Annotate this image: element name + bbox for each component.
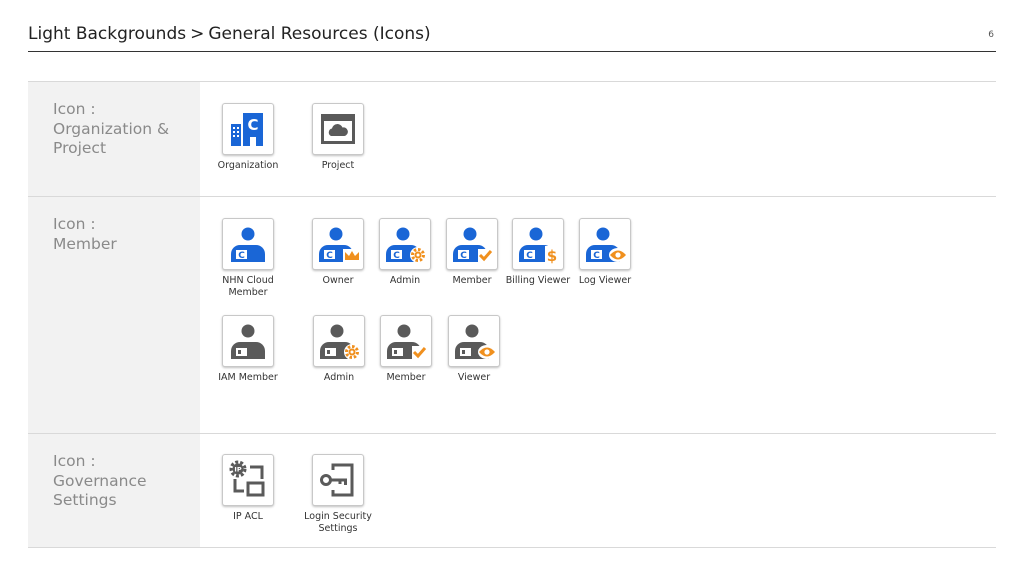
- tile-caption: Log Viewer: [578, 275, 632, 286]
- svg-text:IP: IP: [234, 466, 241, 474]
- project-icon: [321, 114, 355, 144]
- breadcrumb-current: General Resources (Icons): [208, 24, 431, 44]
- billing-viewer-icon: C $: [519, 227, 559, 265]
- owner-icon: C: [319, 227, 359, 262]
- ip-acl-tile[interactable]: IP IP ACL: [203, 454, 293, 523]
- svg-text:C: C: [393, 251, 400, 261]
- tile-caption: NHN Cloud Member: [222, 275, 274, 298]
- log-viewer-tile[interactable]: C Log Viewer: [560, 218, 650, 287]
- iam-member-icon: [231, 324, 265, 359]
- member-check-icon: C: [453, 227, 493, 262]
- organization-icon: C: [231, 113, 263, 146]
- login-security-settings-icon: [320, 463, 354, 497]
- admin-tile[interactable]: C Admin: [360, 218, 450, 287]
- member-tile[interactable]: C Member: [427, 218, 517, 287]
- tile-caption: Owner: [322, 275, 354, 286]
- section-label: Icon : Organization & Project: [28, 82, 200, 196]
- organization-tile[interactable]: C Organization: [203, 103, 293, 172]
- owner-tile[interactable]: C Owner: [293, 218, 383, 287]
- nhn-cloud-member-tile[interactable]: C NHN Cloud Member: [203, 218, 293, 299]
- iam-admin-icon: [320, 324, 360, 360]
- tile-caption: IP ACL: [233, 511, 263, 522]
- iam-member-check-icon: [387, 324, 427, 359]
- svg-text:C: C: [247, 116, 258, 134]
- breadcrumb: Light Backgrounds>General Resources (Ico…: [28, 24, 431, 44]
- tile-caption: Admin: [389, 275, 421, 286]
- tile-caption: Member: [452, 275, 492, 286]
- section-label: Icon : Member: [28, 197, 200, 433]
- iam-member-check-tile[interactable]: Member: [361, 315, 451, 384]
- tile-caption: Billing Viewer: [505, 275, 571, 286]
- tile-caption: IAM Member: [218, 372, 278, 383]
- tile-caption: Viewer: [457, 372, 491, 383]
- breadcrumb-parent[interactable]: Light Backgrounds: [28, 24, 187, 44]
- page-header: Light Backgrounds>General Resources (Ico…: [28, 22, 996, 52]
- section-governance-settings: Icon : Governance Settings IP IP ACL: [28, 433, 996, 548]
- iam-member-tile[interactable]: IAM Member: [203, 315, 293, 384]
- ip-acl-icon: IP: [229, 460, 265, 497]
- svg-text:C: C: [526, 251, 533, 261]
- svg-text:C: C: [238, 251, 245, 261]
- login-security-settings-tile[interactable]: Login Security Settings: [293, 454, 383, 535]
- iam-admin-tile[interactable]: Admin: [294, 315, 384, 384]
- admin-icon: C: [386, 227, 426, 263]
- svg-text:C: C: [460, 251, 467, 261]
- section-organization-project: Icon : Organization & Project C Organiza…: [28, 81, 996, 196]
- svg-text:C: C: [593, 251, 600, 261]
- tile-caption: Admin: [323, 372, 355, 383]
- iam-viewer-icon: [455, 324, 496, 359]
- svg-text:C: C: [326, 251, 333, 261]
- tile-caption: Organization: [217, 160, 279, 171]
- nhn-cloud-member-icon: C: [231, 227, 265, 262]
- tile-caption: Member: [386, 372, 426, 383]
- log-viewer-icon: C: [586, 227, 627, 262]
- section-label: Icon : Governance Settings: [28, 434, 200, 547]
- page-number: 6: [988, 30, 994, 40]
- project-tile[interactable]: Project: [293, 103, 383, 172]
- breadcrumb-separator: >: [190, 24, 205, 44]
- tile-caption: Project: [321, 160, 355, 171]
- billing-viewer-tile[interactable]: C $ Billing Viewer: [493, 218, 583, 287]
- svg-text:$: $: [547, 247, 557, 265]
- tile-caption: Login Security Settings: [304, 511, 372, 534]
- iam-viewer-tile[interactable]: Viewer: [429, 315, 519, 384]
- section-member: Icon : Member C NHN Cloud Member C: [28, 196, 996, 433]
